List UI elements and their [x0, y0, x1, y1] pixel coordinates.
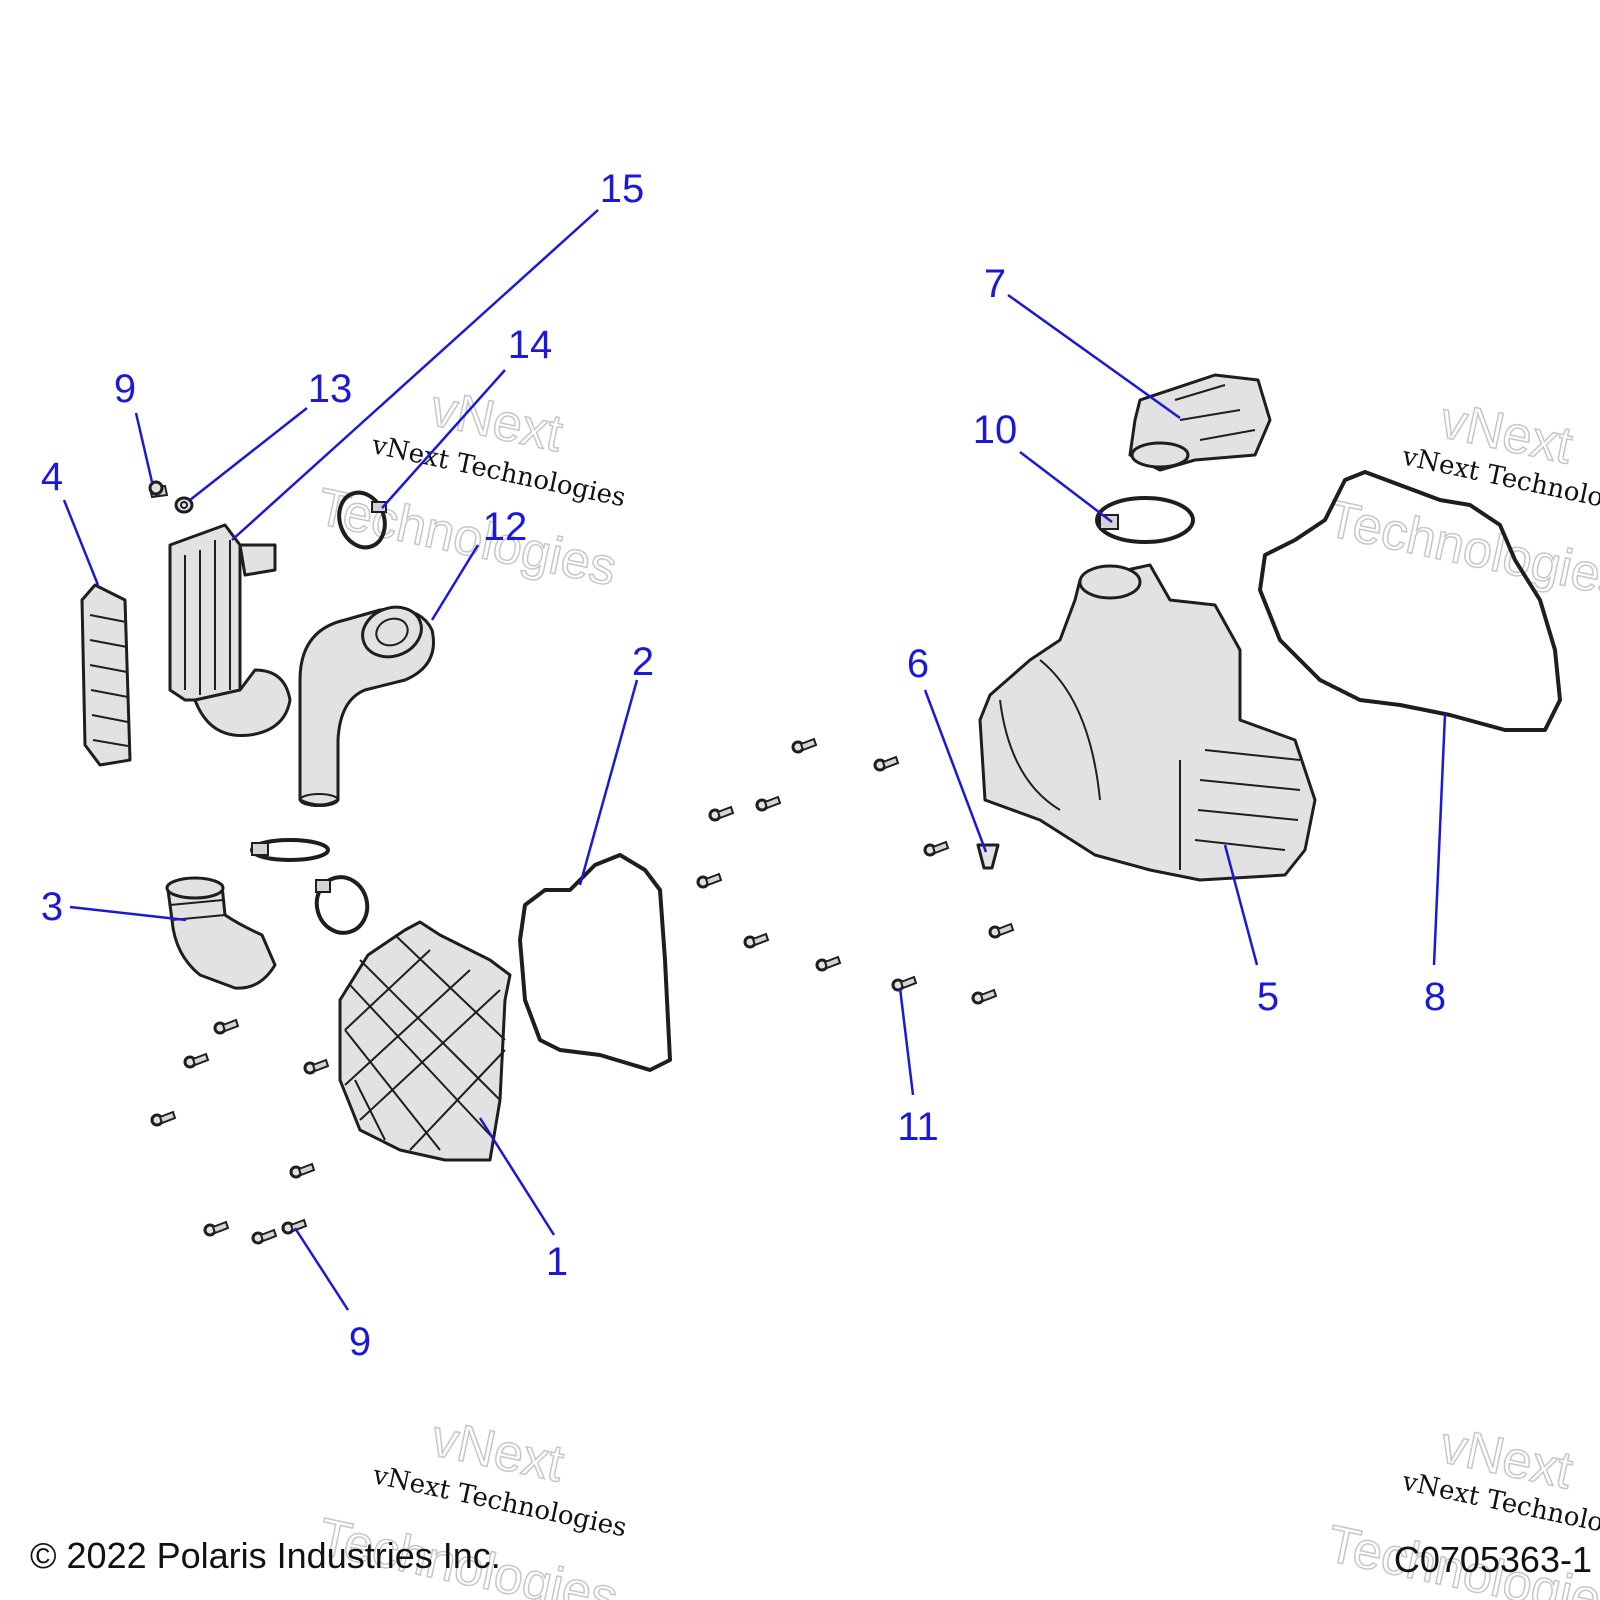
screw	[743, 932, 770, 949]
leader-3	[69, 905, 187, 922]
part-4-grille	[80, 583, 132, 767]
screw	[988, 922, 1015, 939]
callout-2: 2	[632, 640, 654, 684]
part-7-inlet-elbow	[1128, 373, 1272, 472]
callout-10: 10	[973, 408, 1018, 452]
copyright-notice: © 2022 Polaris Industries Inc.	[30, 1535, 501, 1576]
screw	[303, 1058, 330, 1075]
leader-15	[231, 209, 599, 541]
part-14-clamp	[337, 490, 387, 550]
screw	[891, 975, 918, 992]
callout-5: 5	[1257, 975, 1279, 1019]
screw	[289, 1162, 316, 1179]
screw	[791, 737, 818, 754]
leader-10	[1019, 451, 1113, 523]
watermark-technologies: Technologies	[1322, 490, 1600, 610]
part-2-gasket	[518, 853, 672, 1072]
leader-12	[430, 544, 480, 621]
screw	[281, 1218, 308, 1235]
screw	[755, 795, 782, 812]
part-3-intake-boot	[165, 876, 277, 990]
screw	[150, 1110, 177, 1127]
screw	[873, 755, 900, 772]
screw	[213, 1018, 240, 1035]
leader-7	[1007, 293, 1181, 420]
leader-11	[898, 987, 915, 1096]
callout-9-bottom: 9	[349, 1320, 371, 1364]
screw	[251, 1228, 278, 1245]
callout-7: 7	[984, 262, 1006, 306]
part-9-screw-top	[148, 480, 169, 499]
hose-clamp-upper	[250, 838, 330, 862]
part-15-inlet-housing	[168, 523, 292, 738]
part-5-airbox-base	[978, 563, 1317, 882]
watermark-top-left: vNext Technologies vNext Technologies	[312, 378, 628, 598]
leader-4	[62, 499, 100, 586]
watermark-top-right: vNext Technologies vNext Technologies	[1322, 390, 1600, 610]
callout-8: 8	[1424, 975, 1446, 1019]
callout-12: 12	[483, 505, 528, 549]
callout-11: 11	[897, 1105, 939, 1149]
screws-middle-cluster	[696, 737, 1015, 1005]
leader-6	[923, 689, 988, 853]
callout-15: 15	[600, 167, 645, 211]
screws-left-cluster	[150, 1018, 330, 1245]
screw	[971, 988, 998, 1005]
callout-9-top: 9	[114, 367, 136, 411]
part-6-drain-valve	[976, 843, 1000, 870]
callout-4: 4	[41, 455, 63, 499]
hose-clamp-lower	[314, 875, 370, 935]
leader-9-top	[134, 412, 154, 483]
callout-13: 13	[308, 367, 353, 411]
screw	[923, 840, 950, 857]
leader-9-bottom	[293, 1227, 350, 1311]
leader-2	[578, 679, 639, 886]
screw	[203, 1220, 230, 1237]
callout-1: 1	[546, 1240, 568, 1284]
leader-13	[189, 407, 308, 501]
screw	[815, 955, 842, 972]
part-8-gasket	[1258, 470, 1562, 732]
part-13-grommet	[174, 496, 194, 514]
callout-3: 3	[41, 885, 63, 929]
part-10-clamp	[1095, 496, 1195, 544]
leader-5	[1223, 844, 1259, 966]
screw	[183, 1052, 210, 1069]
part-12-elbow-hose	[298, 605, 435, 807]
diagram-code: C0705363-1	[1394, 1539, 1592, 1580]
screw	[708, 805, 735, 822]
leader-8	[1432, 713, 1447, 966]
part-1-airbox-cover	[338, 920, 512, 1162]
callout-14: 14	[508, 323, 553, 367]
screw	[696, 872, 723, 889]
leader-14	[381, 369, 506, 509]
leader-1	[478, 1117, 556, 1236]
callout-6: 6	[907, 642, 929, 686]
